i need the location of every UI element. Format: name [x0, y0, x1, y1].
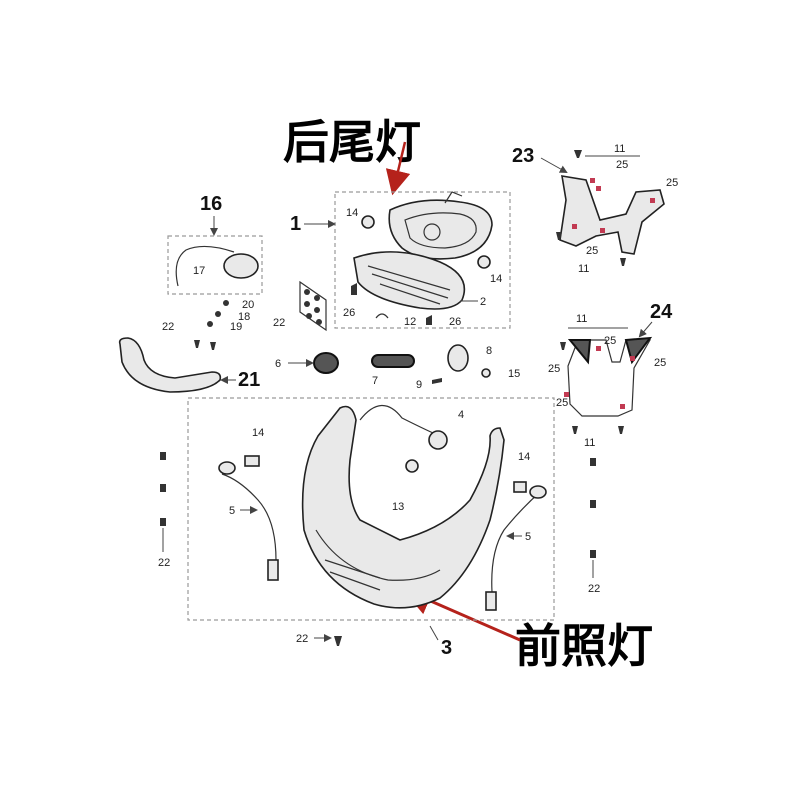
callout-23: 23 — [512, 145, 534, 167]
bulb-14 — [513, 481, 527, 493]
part-14: 14 — [252, 427, 264, 439]
part-25: 25 — [604, 335, 616, 347]
rear-light-group-box — [334, 191, 511, 329]
headlight-group-box — [187, 397, 555, 621]
frame-24 — [567, 339, 652, 417]
rear-lens — [353, 251, 466, 310]
part-11: 11 — [584, 437, 595, 449]
connector — [267, 559, 279, 581]
bulb-socket — [477, 255, 491, 269]
part-26: 26 — [449, 316, 461, 328]
rear-light-arrow — [385, 141, 411, 196]
part-14: 14 — [346, 207, 358, 219]
part-22: 22 — [162, 321, 174, 333]
callout-21: 21 — [238, 369, 260, 391]
part-19: 19 — [230, 321, 242, 333]
part-22: 22 — [273, 317, 285, 329]
part-20: 20 — [242, 299, 254, 311]
part-18: 18 — [238, 311, 250, 323]
part-26: 26 — [343, 307, 355, 319]
part-11: 11 — [578, 263, 589, 275]
part-17: 17 — [193, 265, 205, 277]
part-7: 7 — [372, 375, 378, 387]
turn-signal-socket — [218, 461, 236, 475]
connector — [485, 591, 497, 611]
part-5: 5 — [229, 505, 235, 517]
horn-8 — [447, 344, 469, 372]
headlight-cowl — [301, 405, 505, 609]
rear-grab-handle — [118, 337, 222, 393]
part-6: 6 — [275, 358, 281, 370]
part-11: 11 — [576, 313, 587, 325]
part-4: 4 — [458, 409, 464, 421]
part-25: 25 — [666, 177, 678, 189]
callout-24: 24 — [650, 301, 673, 323]
part-25: 25 — [654, 357, 666, 369]
part-25: 25 — [548, 363, 560, 375]
part-9: 9 — [416, 379, 422, 391]
part-22: 22 — [588, 583, 600, 595]
part-25: 25 — [586, 245, 598, 257]
rear-light-label: 后尾灯 — [283, 115, 421, 169]
part-13: 13 — [392, 501, 404, 513]
part-11: 11 — [614, 143, 625, 155]
part-5: 5 — [525, 531, 531, 543]
grille-6 — [313, 352, 339, 374]
part-14: 14 — [490, 273, 502, 285]
part-2: 2 — [480, 296, 486, 308]
headlight-label: 前照灯 — [515, 619, 653, 673]
nut-15 — [481, 368, 491, 378]
bulb-14 — [244, 455, 260, 467]
bracket-23 — [559, 175, 665, 255]
turn-signal-socket — [529, 485, 547, 499]
part-15: 15 — [508, 368, 520, 380]
part-12: 12 — [404, 316, 416, 328]
part-25: 25 — [556, 397, 568, 409]
part-22: 22 — [158, 557, 170, 569]
side-lamp — [223, 253, 259, 279]
part-22: 22 — [296, 633, 308, 645]
callout-16: 16 — [200, 193, 222, 215]
bulb-4 — [428, 430, 448, 450]
group-16-box — [167, 235, 263, 295]
callout-3: 3 — [441, 637, 452, 659]
part-25: 25 — [616, 159, 628, 171]
part-8: 8 — [486, 345, 492, 357]
part-14: 14 — [518, 451, 530, 463]
bulb-socket — [361, 215, 375, 229]
grille-7 — [371, 354, 415, 368]
callout-1: 1 — [290, 213, 301, 235]
